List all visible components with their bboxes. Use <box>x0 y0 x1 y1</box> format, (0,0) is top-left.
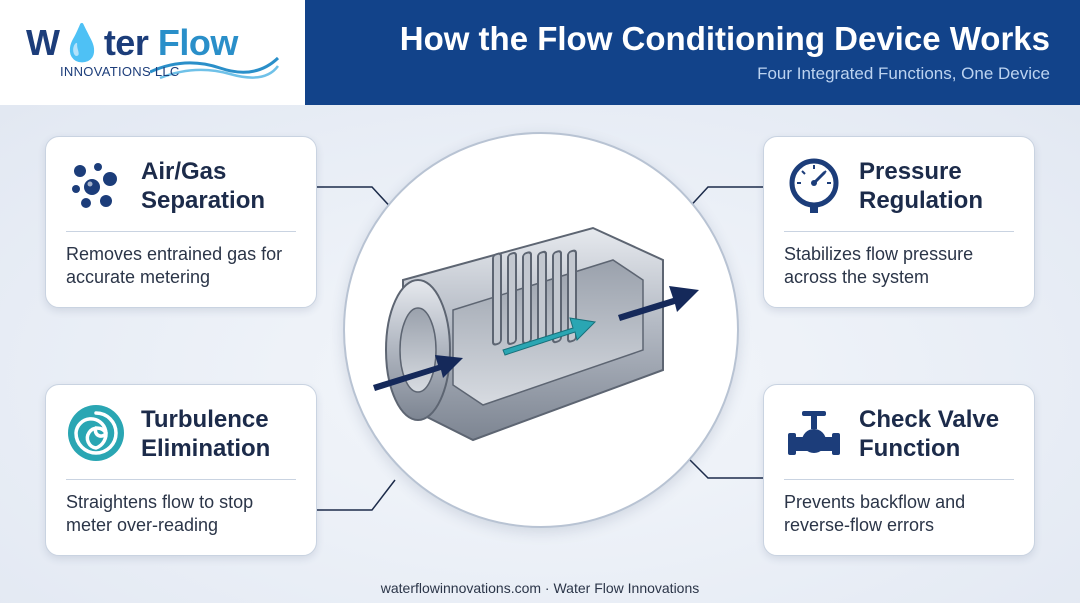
card-title: Check Valve Function <box>859 406 1000 462</box>
card-divider <box>784 231 1014 232</box>
page-subtitle: Four Integrated Functions, One Device <box>757 64 1050 83</box>
brand-word-water: ter <box>103 22 149 63</box>
card-description: Straightens flow to stop meter over-read… <box>66 492 254 535</box>
footer-credit: waterflowinnovations.com · Water Flow In… <box>380 580 700 596</box>
valve-icon <box>788 411 840 455</box>
card-description: Prevents backflow and reverse-flow error… <box>784 492 966 535</box>
header-banner: How the Flow Conditioning Device Works F… <box>305 0 1080 105</box>
card-title: Turbulence Elimination <box>141 406 271 462</box>
swirl-icon <box>68 405 124 461</box>
card-pressure-regulation: Pressure Regulation Stabilizes flow pres… <box>763 136 1035 308</box>
card-divider <box>66 479 296 480</box>
brand-subtitle: INNOVATIONS LLC <box>60 64 180 79</box>
brand-letter-w: W <box>26 22 60 63</box>
card-turbulence-elimination: Turbulence Elimination Straightens flow … <box>45 384 317 556</box>
card-description: Stabilizes flow pressure across the syst… <box>784 244 974 287</box>
card-check-valve-function: Check Valve Function Prevents backflow a… <box>763 384 1035 556</box>
flow-conditioner-device-illustration <box>373 226 699 442</box>
card-description: Removes entrained gas for accurate meter… <box>66 244 283 287</box>
wave-icon <box>150 56 280 80</box>
card-divider <box>66 231 296 232</box>
brand-logo: W💧ter Flow INNOVATIONS LLC <box>0 0 305 105</box>
pressure-gauge-icon <box>789 158 839 213</box>
card-divider <box>784 479 1014 480</box>
bubbles-icon <box>72 163 117 208</box>
card-title: Air/Gas Separation <box>141 158 266 214</box>
brand-word-flow: Flow <box>157 22 238 63</box>
water-drop-icon: 💧 <box>59 22 104 63</box>
card-air-gas-separation: Air/Gas Separation Removes entrained gas… <box>45 136 317 308</box>
card-title: Pressure Regulation <box>859 158 983 214</box>
page-title: How the Flow Conditioning Device Works <box>399 20 1050 57</box>
brand-wordmark: W💧ter Flow <box>26 22 238 64</box>
